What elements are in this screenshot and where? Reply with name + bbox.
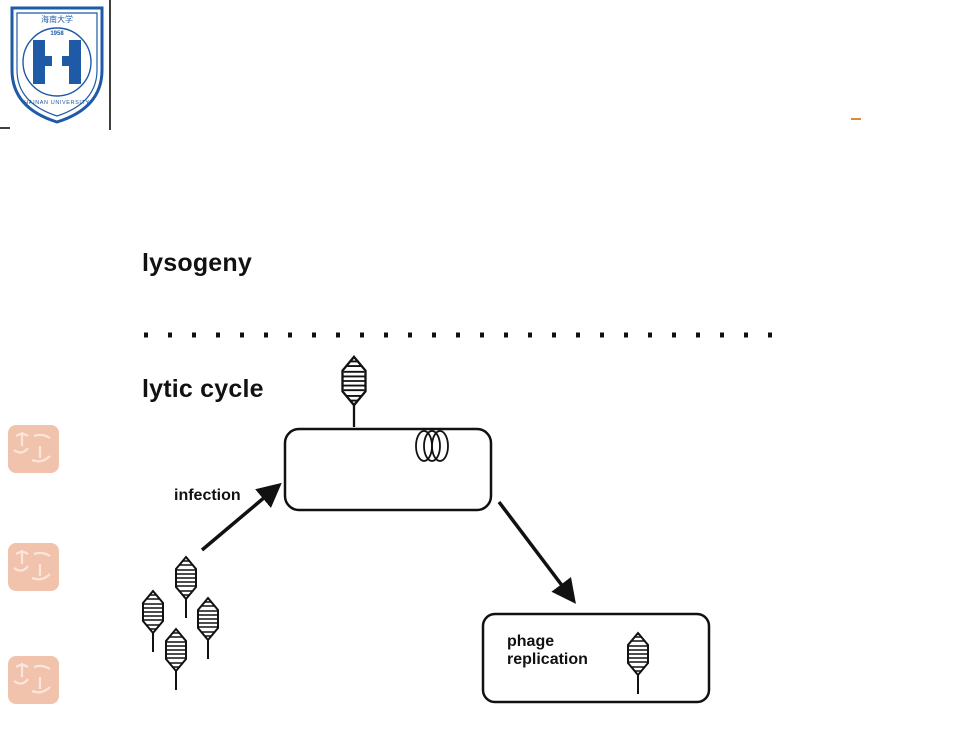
lytic-cycle-label: lytic cycle xyxy=(142,375,264,403)
replication-arrow xyxy=(497,500,576,604)
phage-replication-box xyxy=(481,612,711,704)
accent-dash xyxy=(851,118,861,120)
free-phage-icon xyxy=(142,590,164,653)
host-cell xyxy=(283,427,493,512)
logo-shield xyxy=(10,6,104,124)
phage-label: phage xyxy=(507,633,555,650)
free-phage-icon xyxy=(165,628,187,691)
infection-label: infection xyxy=(174,487,241,504)
lysogeny-label: lysogeny xyxy=(142,249,252,277)
free-phage-icon xyxy=(175,556,197,619)
attached-phage-icon xyxy=(341,355,367,429)
free-phage-icon xyxy=(197,597,219,660)
replication-label: replication xyxy=(507,651,588,668)
decorative-seals xyxy=(8,425,59,704)
university-logo: 海南大学 1958 HAINAN UNIVERSITY xyxy=(0,0,112,130)
seal-stamp-icon xyxy=(8,543,59,591)
logo-year: 1958 xyxy=(50,31,64,37)
infection-arrow xyxy=(200,482,282,552)
seal-stamp-icon xyxy=(8,656,59,704)
logo-chinese-name: 海南大学 xyxy=(41,14,73,24)
logo-english-name: HAINAN UNIVERSITY xyxy=(24,100,90,106)
phage-dna-coil-icon xyxy=(415,430,449,462)
seal-stamp-icon xyxy=(8,425,59,473)
